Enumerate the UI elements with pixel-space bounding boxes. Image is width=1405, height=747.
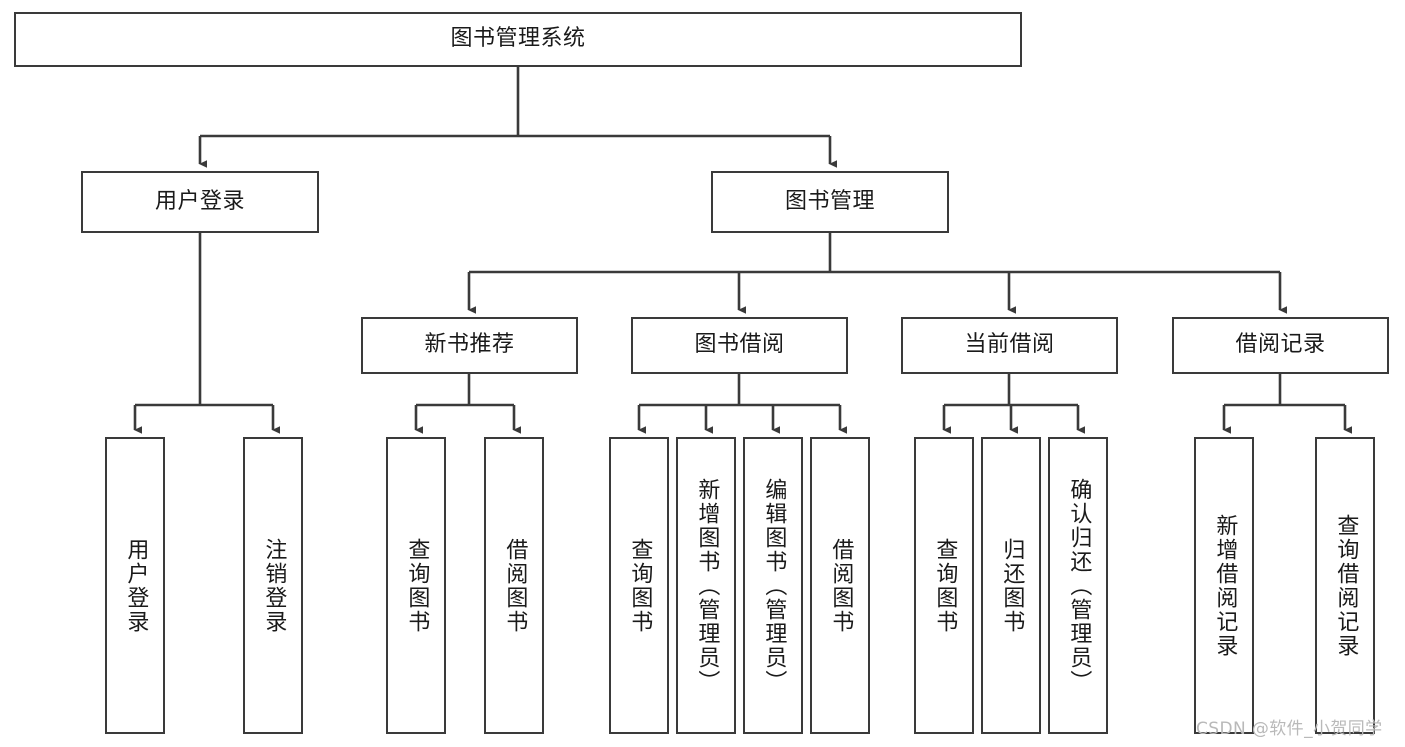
node-leaf-borrow-book[interactable]: 借阅图书 — [810, 437, 870, 734]
node-leaf-return-book[interactable]: 归还图书 — [981, 437, 1041, 734]
node-leaf-query-book-borrow-label: 查询图书 — [627, 537, 653, 634]
node-leaf-confirm-return-admin[interactable]: 确认归还（管理员） — [1048, 437, 1108, 734]
node-leaf-borrow-book-recommend-label: 借阅图书 — [502, 537, 528, 634]
node-leaf-query-book-recommend-label: 查询图书 — [404, 537, 430, 634]
node-current-borrow-label: 当前借阅 — [964, 332, 1055, 358]
node-leaf-edit-book-admin[interactable]: 编辑图书（管理员） — [743, 437, 803, 734]
watermark: CSDN @软件_小贺同学 — [1196, 719, 1383, 739]
node-leaf-borrow-book-label: 借阅图书 — [828, 537, 854, 634]
node-leaf-query-book-recommend[interactable]: 查询图书 — [386, 437, 446, 734]
node-leaf-edit-book-admin-label: 编辑图书（管理员） — [761, 477, 787, 694]
node-user-login[interactable]: 用户登录 — [81, 171, 319, 233]
node-book-borrow-label: 图书借阅 — [694, 332, 785, 358]
node-borrow-record-label: 借阅记录 — [1235, 332, 1326, 358]
node-leaf-logout-login[interactable]: 注销登录 — [243, 437, 303, 734]
node-book-borrow[interactable]: 图书借阅 — [631, 317, 848, 374]
node-leaf-query-book-current[interactable]: 查询图书 — [914, 437, 974, 734]
node-user-login-label: 用户登录 — [154, 188, 245, 214]
node-leaf-user-login[interactable]: 用户登录 — [105, 437, 165, 734]
node-leaf-query-book-borrow[interactable]: 查询图书 — [609, 437, 669, 734]
node-new-book-recommend-label: 新书推荐 — [424, 332, 515, 358]
node-current-borrow[interactable]: 当前借阅 — [901, 317, 1118, 374]
node-root-label: 图书管理系统 — [450, 26, 586, 52]
node-book-manage[interactable]: 图书管理 — [711, 171, 949, 233]
node-leaf-query-borrow-record[interactable]: 查询借阅记录 — [1315, 437, 1375, 734]
node-leaf-query-book-current-label: 查询图书 — [932, 537, 958, 634]
node-leaf-borrow-book-recommend[interactable]: 借阅图书 — [484, 437, 544, 734]
node-root[interactable]: 图书管理系统 — [14, 12, 1022, 67]
node-leaf-add-borrow-record-label: 新增借阅记录 — [1212, 513, 1238, 658]
node-leaf-return-book-label: 归还图书 — [999, 537, 1025, 634]
node-borrow-record[interactable]: 借阅记录 — [1172, 317, 1389, 374]
node-leaf-query-borrow-record-label: 查询借阅记录 — [1333, 513, 1359, 658]
node-leaf-add-borrow-record[interactable]: 新增借阅记录 — [1194, 437, 1254, 734]
node-leaf-add-book-admin-label: 新增图书（管理员） — [694, 477, 720, 694]
node-leaf-user-login-label: 用户登录 — [123, 537, 149, 634]
node-book-manage-label: 图书管理 — [784, 188, 875, 214]
node-new-book-recommend[interactable]: 新书推荐 — [361, 317, 578, 374]
node-leaf-add-book-admin[interactable]: 新增图书（管理员） — [676, 437, 736, 734]
node-leaf-logout-login-label: 注销登录 — [261, 537, 287, 634]
node-leaf-confirm-return-admin-label: 确认归还（管理员） — [1066, 477, 1092, 694]
